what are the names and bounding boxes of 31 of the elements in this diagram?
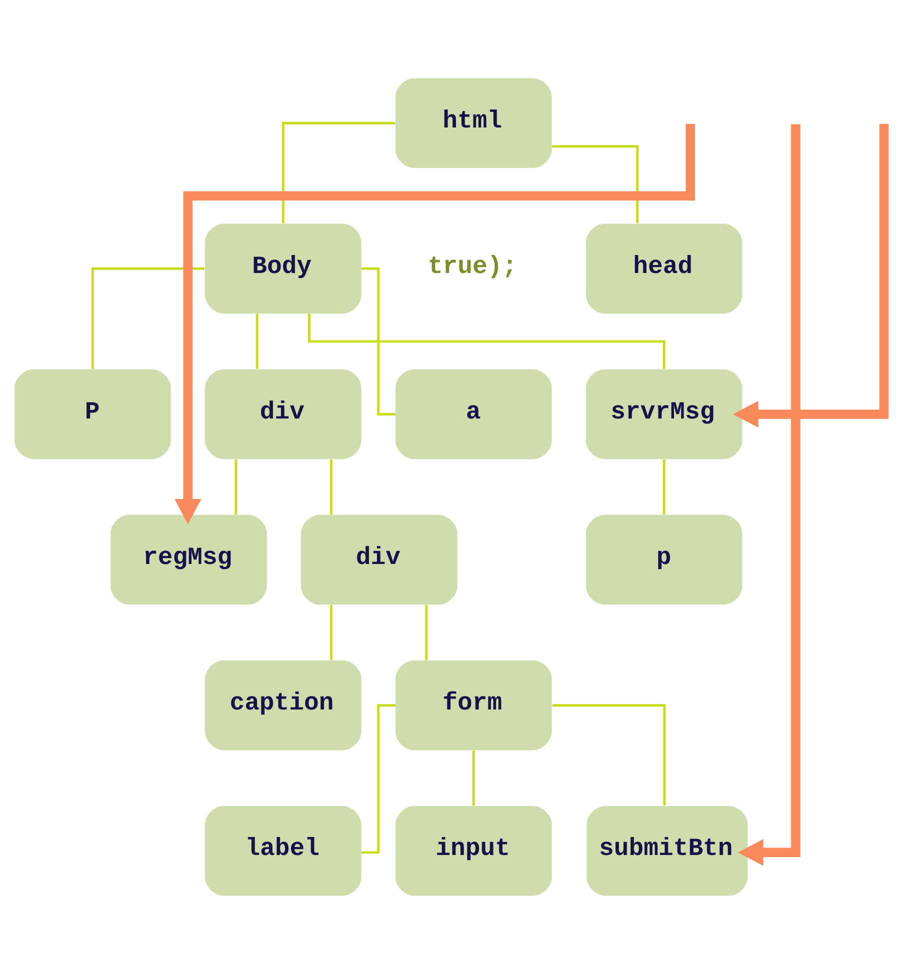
arrow [174,123,696,524]
node-box: label [204,806,362,896]
connector [91,266,205,368]
label: true); [428,252,518,280]
connector [662,458,666,514]
node-box: srvrMsg [586,368,742,459]
connector [425,604,428,660]
connector [256,313,258,368]
connector [330,604,332,660]
node-box: div [300,514,458,604]
connector [552,704,666,806]
node-box: P [14,368,171,459]
node-box: html [395,78,552,168]
node-box: Body [204,223,362,314]
node-box: a [395,368,552,459]
arrow [738,124,800,866]
node-box: submitBtn [586,806,748,896]
connector [472,750,475,806]
node-box: regMsg [110,514,267,604]
connector [308,313,666,368]
node-box: div [204,368,362,459]
connector [282,121,396,223]
connector [552,144,639,223]
node-box: input [395,806,552,896]
connector [330,458,332,514]
node-box: head [586,223,742,314]
arrow [732,123,889,428]
connector [234,458,238,514]
node-box: p [586,514,742,604]
node-box: caption [204,660,362,750]
node-box: form [395,660,552,750]
